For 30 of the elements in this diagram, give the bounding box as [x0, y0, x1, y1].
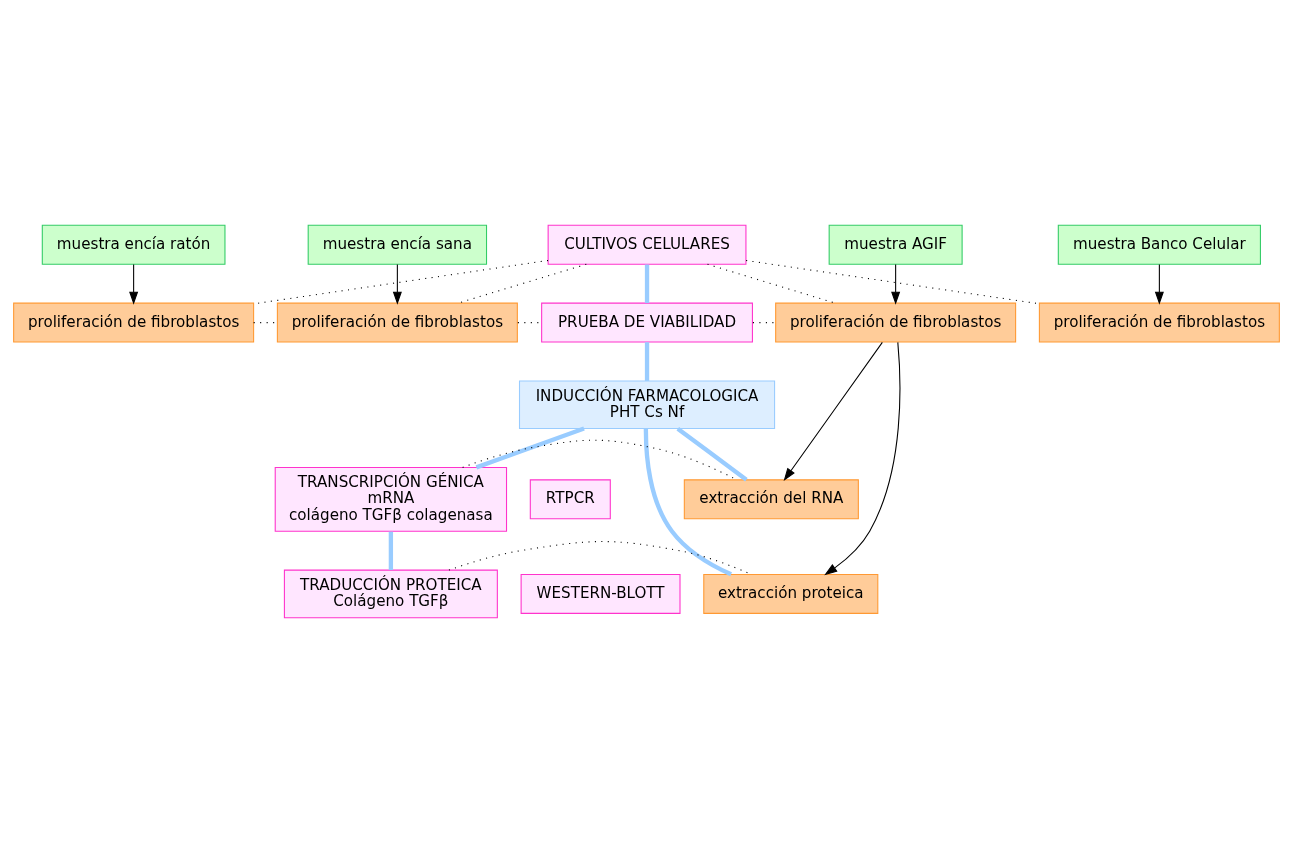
connector	[676, 426, 748, 482]
connector	[475, 426, 585, 470]
connector	[644, 264, 650, 304]
node-box: muestra encía sana	[307, 224, 488, 265]
node-box: muestra encía ratón	[41, 224, 226, 265]
arrow	[1154, 264, 1164, 305]
node-box: muestra Banco Celular	[1057, 224, 1261, 265]
node-box: proliferación de fibroblastos	[775, 302, 1017, 343]
node-box: proliferación de fibroblastos	[1038, 302, 1280, 343]
node-box: INDUCCIÓN FARMACOLOGICA PHT Cs Nf	[518, 380, 776, 430]
arrow	[129, 264, 139, 305]
arrow	[891, 264, 901, 305]
node-box: PRUEBA DE VIABILIDAD	[541, 302, 753, 343]
connector	[388, 531, 394, 571]
arrow	[392, 264, 402, 305]
connector	[644, 342, 650, 381]
node-box: CULTIVOS CELULARES	[547, 224, 747, 265]
node-box: extracción proteica	[703, 573, 879, 614]
connector	[707, 263, 836, 304]
node-box: proliferación de fibroblastos	[276, 302, 518, 343]
node-box: proliferación de fibroblastos	[13, 302, 255, 343]
node-box: muestra AGIF	[828, 224, 963, 265]
node-box: TRANSCRIPCIÓN GÉNICA mRNA colágeno TGFβ colagenasa	[274, 466, 508, 532]
node-box: RTPCR	[529, 479, 611, 520]
node-box: WESTERN-BLOTT	[520, 573, 681, 614]
connector	[643, 428, 732, 577]
arrow	[824, 341, 901, 576]
node-box: extracción del RNA	[683, 479, 859, 520]
node-box: TRADUCCIÓN PROTEICA Colágeno TGFβ	[283, 569, 498, 619]
arrow	[783, 341, 883, 482]
